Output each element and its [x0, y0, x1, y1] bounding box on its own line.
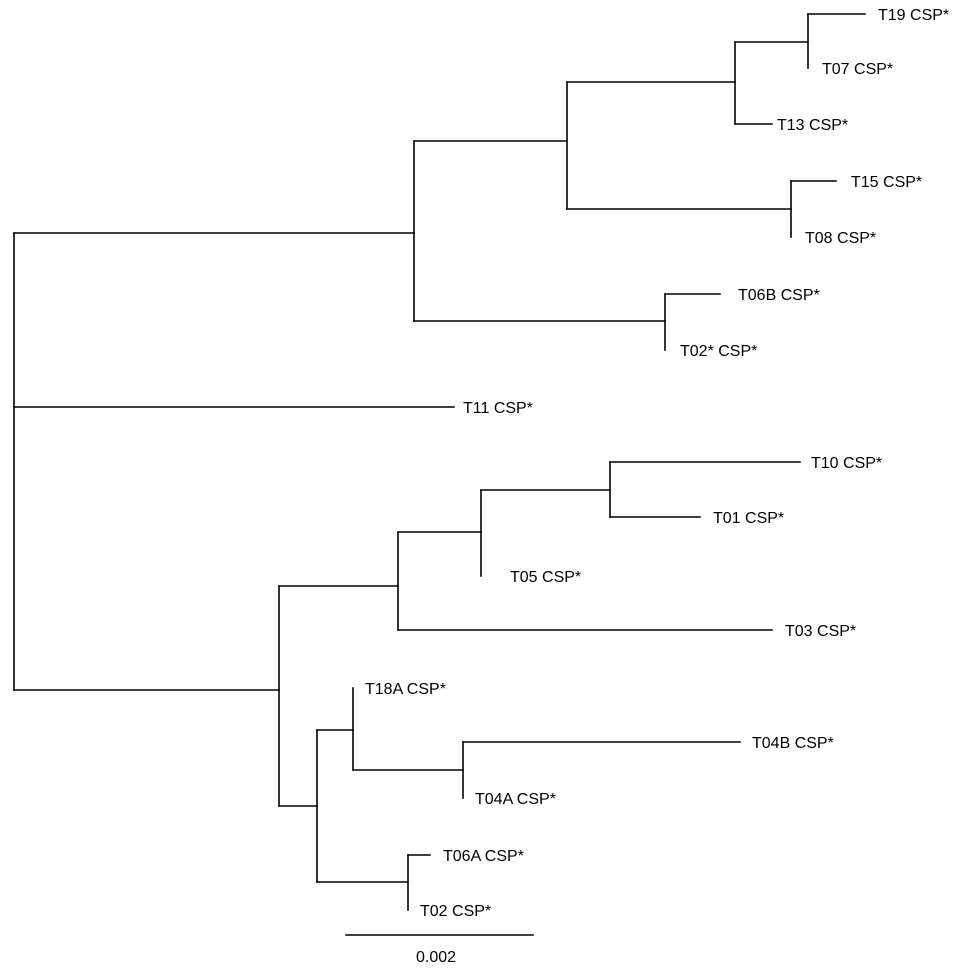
leaf-label-t04b: T04B CSP*: [752, 735, 834, 752]
leaf-label-t02star: T02* CSP*: [680, 343, 757, 360]
leaf-label-t18a: T18A CSP*: [365, 681, 446, 698]
leaf-label-t01: T01 CSP*: [713, 510, 784, 527]
leaf-label-t19: T19 CSP*: [878, 7, 949, 24]
leaf-label-t06b: T06B CSP*: [738, 287, 820, 304]
leaf-label-t08: T08 CSP*: [805, 230, 876, 247]
leaf-label-t07: T07 CSP*: [822, 61, 893, 78]
leaf-label-t05: T05 CSP*: [510, 569, 581, 586]
leaf-label-t03: T03 CSP*: [785, 623, 856, 640]
leaf-label-t15: T15 CSP*: [851, 174, 922, 191]
leaf-label-t06a: T06A CSP*: [443, 848, 524, 865]
leaf-label-t02: T02 CSP*: [420, 903, 491, 920]
leaf-label-t04a: T04A CSP*: [475, 791, 556, 808]
leaf-label-t13: T13 CSP*: [777, 117, 848, 134]
leaf-label-t11: T11 CSP*: [463, 400, 533, 417]
leaf-label-t10: T10 CSP*: [811, 455, 882, 472]
scale-bar-label: 0.002: [416, 949, 456, 966]
